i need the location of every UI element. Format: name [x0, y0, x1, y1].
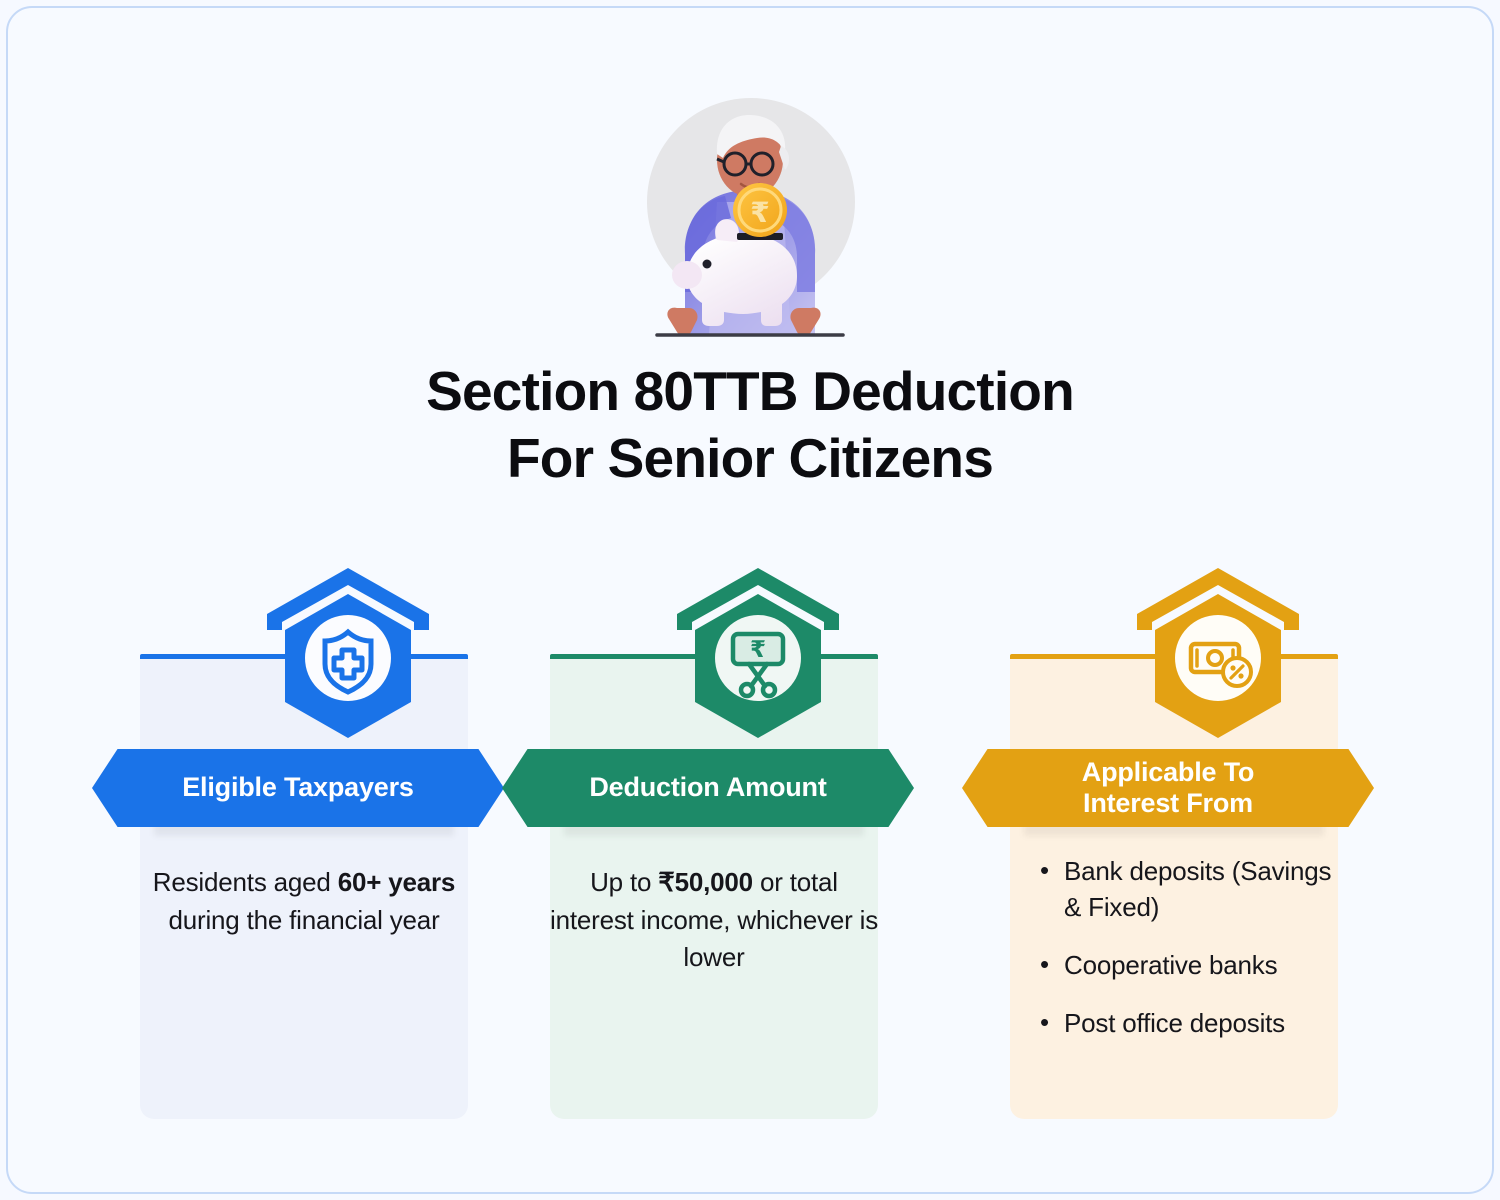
rupee-note-scissors-icon: ₹ [677, 568, 839, 738]
card-text-suffix: or total interest income, whichever is l… [550, 867, 878, 973]
page-title: Section 80TTB Deduction For Senior Citiz… [8, 358, 1492, 491]
banner-eligible-taxpayers[interactable]: Eligible Taxpayers [92, 749, 504, 827]
card-panel [140, 659, 468, 1119]
card-row: Eligible Taxpayers Residents aged 60+ ye… [8, 564, 1492, 1134]
card-panel [550, 659, 878, 1119]
card-text-highlight: 60+ years [337, 867, 456, 897]
card-applicable-to-interest-from: Applicable To Interest From Bank deposit… [962, 564, 1448, 1124]
senior-citizen-with-piggy-bank-icon: ₹ [655, 114, 845, 337]
shield-cross-icon [267, 568, 429, 738]
banknote-percent-icon [1137, 568, 1299, 738]
infographic-frame: ₹ Section 80TTB Deduction For Senior Cit… [6, 6, 1494, 1194]
card-body-text: Up to ₹50,000 or total interest income, … [550, 864, 878, 977]
card-eligible-taxpayers: Eligible Taxpayers Residents aged 60+ ye… [92, 564, 578, 1124]
card-text-prefix: Up to [590, 867, 659, 897]
banner-applicable-to-interest-from[interactable]: Applicable To Interest From [962, 749, 1374, 827]
card-text-suffix: during the financial year [168, 904, 440, 935]
card-deduction-amount: ₹ Deduction Amount Up to ₹50,000 or tota… [502, 564, 988, 1124]
list-item: Bank deposits (Savings & Fixed) [1038, 853, 1348, 926]
list-item: Post office deposits [1038, 1005, 1348, 1042]
page-title-line1: Section 80TTB Deduction [426, 360, 1075, 422]
card-body-text: Residents aged 60+ years during the fina… [140, 864, 468, 939]
svg-text:₹: ₹ [750, 637, 766, 663]
banner-label-line1: Applicable To [1081, 756, 1255, 787]
card-text-prefix: Residents aged [152, 867, 338, 897]
banner-label: Eligible Taxpayers [182, 772, 414, 803]
page-title-line2: For Senior Citizens [507, 426, 994, 489]
hero-illustration: ₹ [8, 92, 1492, 342]
card-text-highlight: ₹50,000 [658, 867, 753, 897]
interest-source-list: Bank deposits (Savings & Fixed) Cooperat… [1038, 853, 1348, 1064]
banner-label-line2: Interest From [1083, 788, 1253, 818]
banner-deduction-amount[interactable]: Deduction Amount [502, 749, 914, 827]
banner-label: Deduction Amount [589, 772, 827, 803]
svg-text:₹: ₹ [750, 196, 769, 229]
list-item: Cooperative banks [1038, 947, 1348, 984]
